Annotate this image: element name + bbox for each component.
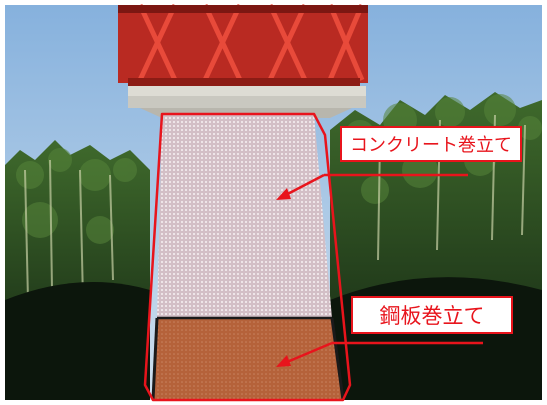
foliage [16,94,542,244]
callout-steel-jacket: 鋼板巻立て [276,296,513,367]
label-concrete-jacket: コンクリート巻立て [350,135,512,156]
foreground-left [5,282,150,400]
pier-edge-left [151,317,159,401]
photo-area [5,3,542,402]
label-steel-jacket: 鋼板巻立て [380,304,485,328]
callout-concrete-jacket: コンクリート巻立て [276,126,522,200]
steel-jacket-region [153,318,343,400]
pier-red-outline [143,112,352,402]
arrow-head-icon [276,188,291,200]
arrow-head-icon [276,355,291,367]
concrete-jacket-region [157,114,332,318]
foreground-right [330,277,542,400]
label-box [340,126,522,162]
bridge-girder [118,3,368,86]
pier-edge-right [330,317,345,401]
label-box [351,296,513,334]
